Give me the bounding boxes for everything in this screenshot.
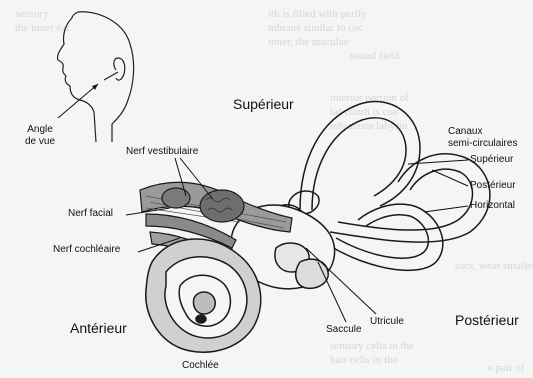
pointer-saccule	[318, 262, 346, 322]
pointer-canal-posterieur	[432, 170, 468, 186]
pointer-angle-de-vue	[58, 84, 98, 118]
label-superieur-orientation: Supérieur	[233, 96, 294, 112]
label-nerf-facial: Nerf facial	[68, 208, 113, 220]
label-angle-de-vue: Angle de vue	[25, 124, 55, 147]
label-anterieur-orientation: Antérieur	[70, 320, 127, 336]
label-nerf-vestibulaire: Nerf vestibulaire	[126, 146, 198, 158]
label-canaux-semi-circulaires: Canaux semi-circulaires	[448, 126, 517, 149]
label-cochlee: Cochlée	[182, 360, 219, 372]
label-posterieur-orientation: Postérieur	[455, 312, 519, 328]
label-canal-horizontal: Horizontal	[470, 200, 515, 212]
label-nerf-cochleaire: Nerf cochléaire	[53, 244, 120, 256]
label-canal-superieur: Supérieur	[470, 154, 513, 166]
pointer-canal-horizontal	[424, 206, 468, 212]
label-saccule: Saccule	[326, 324, 362, 336]
head-profile-icon	[57, 12, 133, 142]
label-canal-posterieur: Postérieur	[470, 180, 516, 192]
label-utricule: Utricule	[370, 316, 404, 328]
